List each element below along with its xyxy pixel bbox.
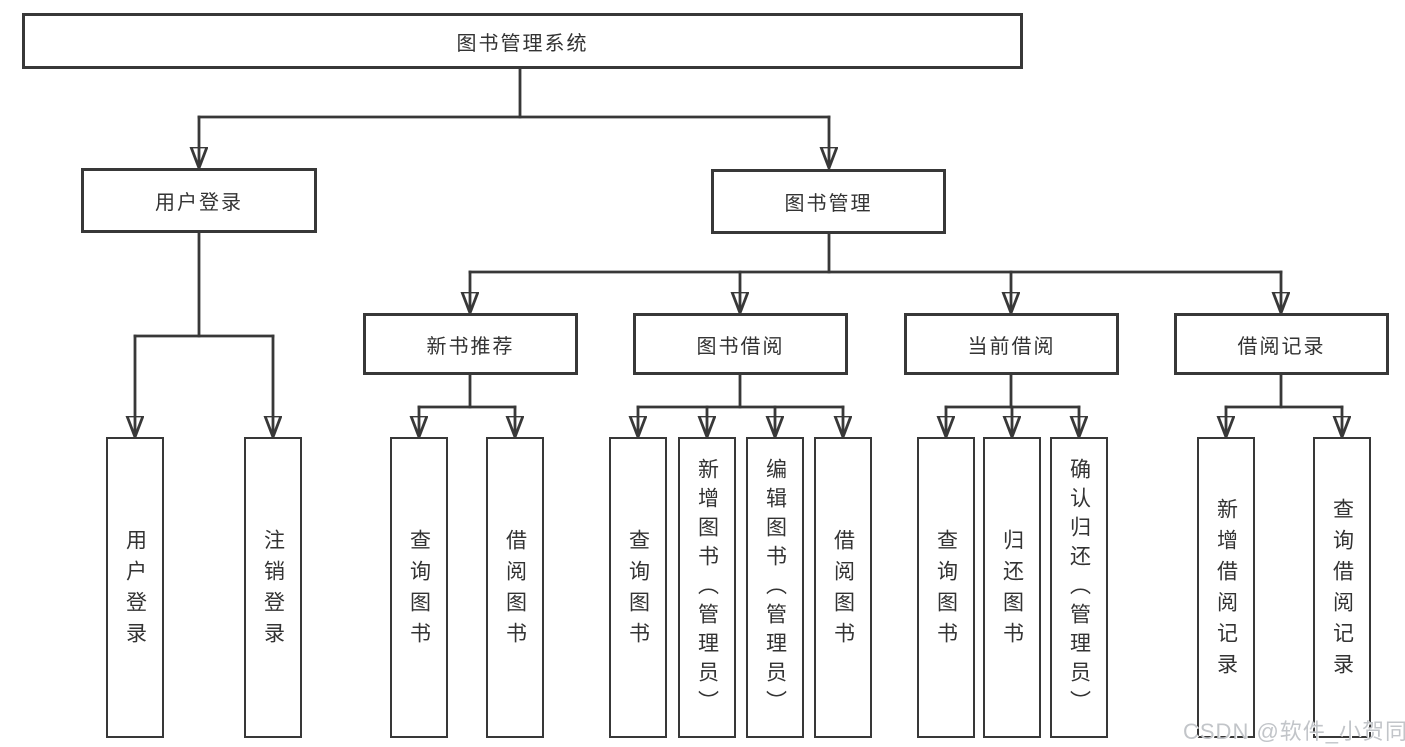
node-cb-query-book: 查询图书 xyxy=(917,437,975,738)
node-bb-add-book-admin: 新增图书（管理员） xyxy=(678,437,736,738)
node-current-borrow: 当前借阅 xyxy=(904,313,1119,375)
node-nbr-query-book: 查询图书 xyxy=(390,437,448,738)
node-nbr-borrow-book: 借阅图书 xyxy=(486,437,544,738)
node-new-book-recommend: 新书推荐 xyxy=(363,313,578,375)
node-root: 图书管理系统 xyxy=(22,13,1023,69)
node-cb-confirm-return-admin: 确认归还（管理员） xyxy=(1050,437,1108,738)
node-ul-user-login: 用户登录 xyxy=(106,437,164,738)
node-borrow-records: 借阅记录 xyxy=(1174,313,1389,375)
node-ul-logout: 注销登录 xyxy=(244,437,302,738)
node-book-management: 图书管理 xyxy=(711,169,946,234)
node-book-borrow: 图书借阅 xyxy=(633,313,848,375)
node-bb-edit-book-admin: 编辑图书（管理员） xyxy=(746,437,804,738)
watermark-text: CSDN @软件_小贺同学 xyxy=(1183,719,1405,744)
node-cb-return-book: 归还图书 xyxy=(983,437,1041,738)
node-br-query-record: 查询借阅记录 xyxy=(1313,437,1371,738)
node-bb-borrow-book: 借阅图书 xyxy=(814,437,872,738)
node-user-login: 用户登录 xyxy=(81,168,317,233)
node-br-add-record: 新增借阅记录 xyxy=(1197,437,1255,738)
node-bb-query-book: 查询图书 xyxy=(609,437,667,738)
